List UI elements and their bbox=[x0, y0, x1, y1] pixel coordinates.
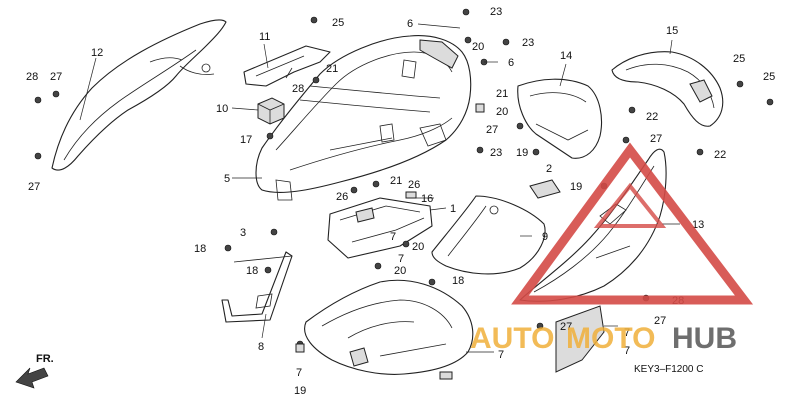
label-16: 16 bbox=[421, 193, 433, 205]
label-20: 20 bbox=[472, 41, 484, 53]
label-18: 18 bbox=[246, 265, 258, 277]
small-housing bbox=[257, 97, 285, 125]
label-15: 15 bbox=[666, 25, 678, 37]
label-7: 7 bbox=[296, 367, 302, 379]
label-27: 27 bbox=[28, 181, 40, 193]
label-14: 14 bbox=[560, 50, 572, 62]
label-9: 9 bbox=[542, 231, 548, 243]
watermark-logo: AUTO MOTO HUB bbox=[470, 142, 754, 355]
label-4: 7 bbox=[624, 345, 630, 357]
label-18: 18 bbox=[452, 275, 464, 287]
small-panel-right bbox=[555, 305, 605, 373]
label-2: 2 bbox=[546, 163, 552, 175]
label-28: 28 bbox=[292, 83, 304, 95]
label-7: 7 bbox=[498, 349, 504, 361]
label-5: 5 bbox=[224, 173, 230, 185]
watermark-brand-2: MOTO bbox=[566, 322, 655, 355]
label-22: 22 bbox=[646, 111, 658, 123]
label-1: 1 bbox=[450, 203, 456, 215]
label-17: 17 bbox=[240, 134, 252, 146]
label-13: 13 bbox=[692, 219, 704, 231]
label-12: 12 bbox=[91, 47, 103, 59]
label-20: 20 bbox=[496, 106, 508, 118]
utility-cover-plate bbox=[243, 45, 331, 87]
side-cover-left bbox=[51, 19, 227, 171]
label-19: 19 bbox=[570, 181, 582, 193]
label-27: 27 bbox=[650, 133, 662, 145]
battery-tray bbox=[327, 197, 433, 259]
label-19: 19 bbox=[294, 385, 306, 397]
label-6: 6 bbox=[508, 57, 514, 69]
label-27: 27 bbox=[50, 71, 62, 83]
label-26: 26 bbox=[408, 179, 420, 191]
label-21: 21 bbox=[326, 63, 338, 75]
label-7: 7 bbox=[390, 231, 396, 243]
label-7: 7 bbox=[624, 327, 630, 339]
small-pad bbox=[529, 179, 561, 199]
label-23: 23 bbox=[490, 6, 502, 18]
label-27: 27 bbox=[486, 124, 498, 136]
under-tray bbox=[304, 279, 474, 375]
label-7: 7 bbox=[398, 253, 404, 265]
direction-label: FR. bbox=[36, 353, 54, 365]
label-28: 28 bbox=[26, 71, 38, 83]
label-25: 25 bbox=[733, 53, 745, 65]
label-27: 27 bbox=[654, 315, 666, 327]
watermark-brand-3: HUB bbox=[672, 322, 737, 355]
luggage-box bbox=[255, 35, 472, 201]
label-10: 10 bbox=[216, 103, 228, 115]
label-3: 3 bbox=[240, 227, 246, 239]
label-25: 25 bbox=[763, 71, 775, 83]
lid-panel bbox=[431, 195, 546, 275]
front-direction-arrow: FR. bbox=[15, 353, 54, 389]
label-21: 21 bbox=[390, 175, 402, 187]
label-26: 26 bbox=[336, 191, 348, 203]
label-25: 25 bbox=[332, 17, 344, 29]
label-27: 27 bbox=[560, 321, 572, 333]
label-8: 8 bbox=[258, 341, 264, 353]
drawing-code: KEY3–F1200 C bbox=[634, 364, 704, 375]
label-6: 6 bbox=[407, 18, 413, 30]
label-22: 22 bbox=[714, 149, 726, 161]
watermark-brand-1: AUTO bbox=[470, 322, 554, 355]
label-23: 23 bbox=[522, 37, 534, 49]
leader-lines bbox=[79, 23, 680, 353]
label-19: 19 bbox=[516, 147, 528, 159]
label-11: 11 bbox=[259, 31, 270, 43]
label-21: 21 bbox=[496, 88, 508, 100]
bracket-stay bbox=[221, 251, 293, 323]
upper-rear-cover bbox=[517, 78, 603, 159]
label-23: 23 bbox=[490, 147, 502, 159]
label-20: 20 bbox=[394, 265, 406, 277]
label-18: 18 bbox=[194, 243, 206, 255]
rear-cover bbox=[611, 51, 724, 127]
part-labels: 12 28 27 27 11 25 6 23 20 23 6 21 28 10 … bbox=[26, 6, 775, 397]
label-20: 20 bbox=[412, 241, 424, 253]
